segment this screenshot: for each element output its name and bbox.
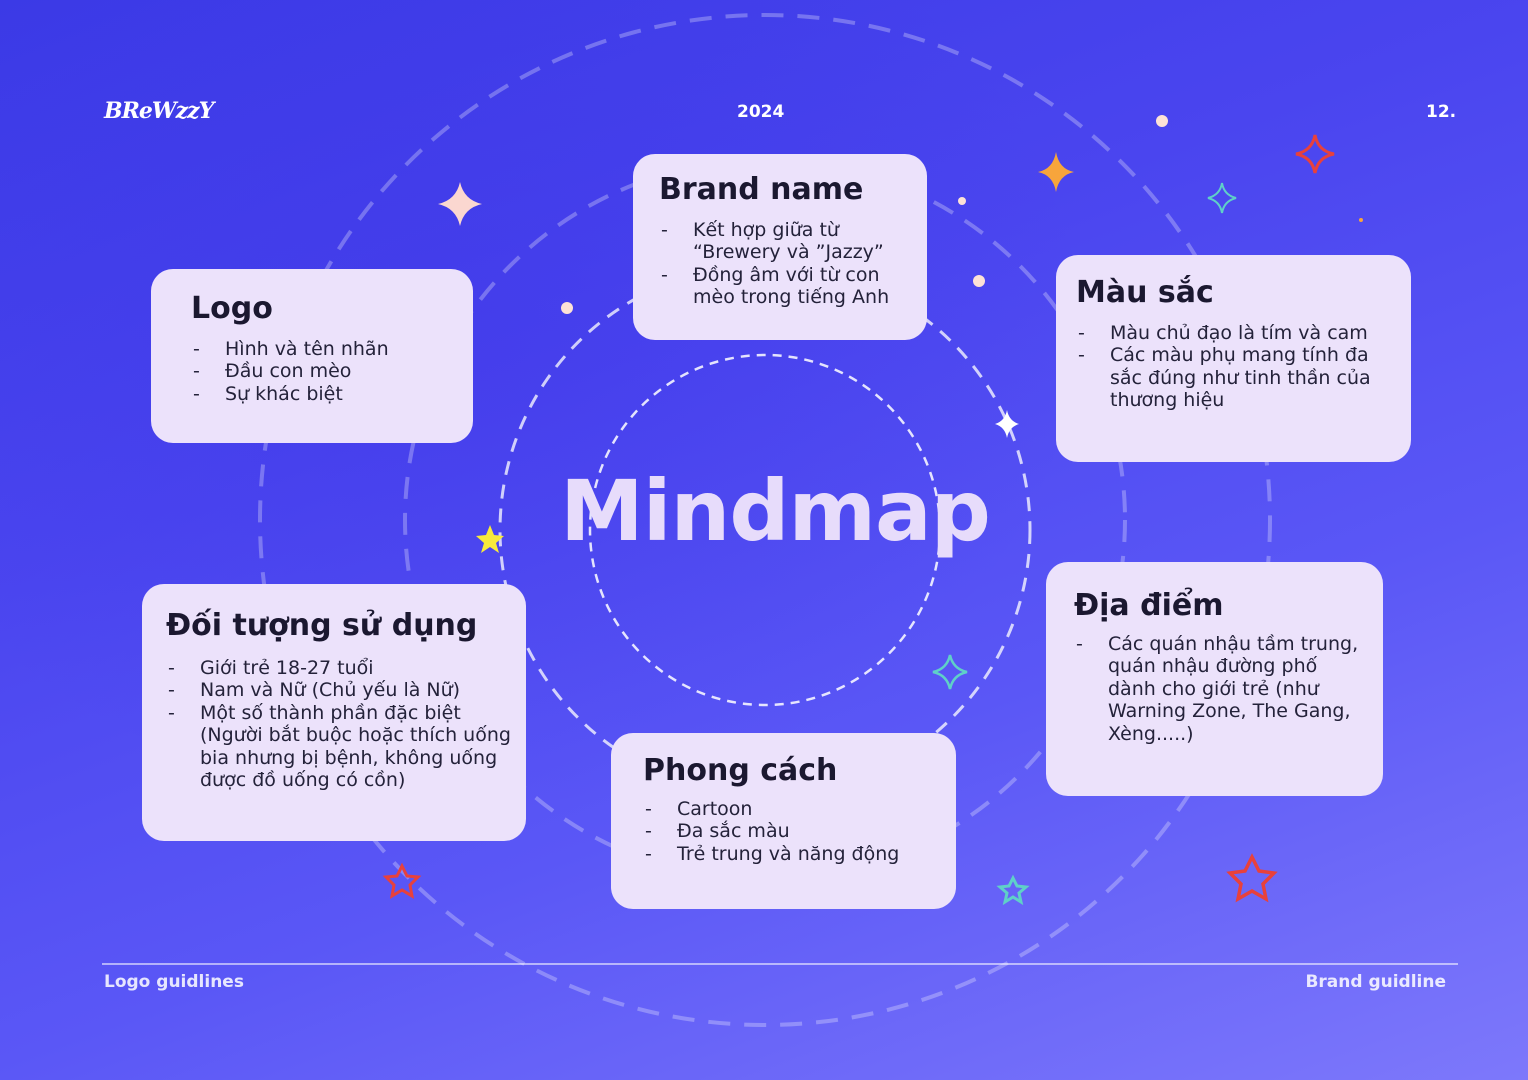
list-item: Các quán nhậu tầm trung, quán nhậu đường… bbox=[1074, 633, 1363, 745]
card-title: Màu sắc bbox=[1076, 275, 1214, 310]
star-outline-icon-red bbox=[382, 862, 422, 899]
brand-name-card: Brand name Kết hợp giữa từ “Brewery và ”… bbox=[633, 154, 927, 340]
card-title: Đối tượng sử dụng bbox=[166, 608, 478, 643]
sparkle-outline-icon-red bbox=[1295, 134, 1335, 174]
footer-divider bbox=[102, 963, 1458, 965]
card-title: Logo bbox=[191, 291, 273, 326]
brand-logo: BReWzzY bbox=[104, 98, 214, 124]
list-item: Đa sắc màu bbox=[643, 820, 936, 843]
list-item: Trẻ trung và năng động bbox=[643, 843, 936, 866]
card-title: Phong cách bbox=[643, 753, 838, 788]
card-list: Hình và tên nhãn Đầu con mèo Sự khác biệ… bbox=[191, 338, 451, 406]
list-item: Đồng âm với từ con mèo trong tiếng Anh bbox=[659, 264, 907, 309]
dot-icon bbox=[1156, 115, 1168, 127]
list-item: Giới trẻ 18-27 tuổi bbox=[166, 657, 512, 680]
sparkle-icon-orange bbox=[1038, 152, 1074, 192]
card-list: Kết hợp giữa từ “Brewery và ”Jazzy” Đồng… bbox=[659, 219, 907, 309]
footer-right-label: Brand guidline bbox=[1305, 972, 1446, 992]
card-list: Giới trẻ 18-27 tuổi Nam và Nữ (Chủ yếu l… bbox=[166, 657, 512, 791]
footer-left-label: Logo guidlines bbox=[104, 972, 244, 992]
style-card: Phong cách Cartoon Đa sắc màu Trẻ trung … bbox=[611, 733, 956, 909]
dot-icon bbox=[973, 275, 985, 287]
dot-icon bbox=[958, 197, 966, 205]
header-year: 2024 bbox=[737, 102, 785, 122]
list-item: Nam và Nữ (Chủ yếu là Nữ) bbox=[166, 679, 512, 702]
sparkle-outline-icon-teal-2 bbox=[932, 654, 968, 690]
sparkle-icon-white bbox=[995, 410, 1019, 438]
star-outline-icon-teal bbox=[996, 874, 1030, 906]
audience-card: Đối tượng sử dụng Giới trẻ 18-27 tuổi Na… bbox=[142, 584, 526, 841]
location-card: Địa điểm Các quán nhậu tầm trung, quán n… bbox=[1046, 562, 1383, 796]
card-title: Địa điểm bbox=[1074, 588, 1224, 623]
list-item: Sự khác biệt bbox=[191, 383, 451, 406]
card-list: Cartoon Đa sắc màu Trẻ trung và năng độn… bbox=[643, 798, 936, 866]
list-item: Hình và tên nhãn bbox=[191, 338, 451, 361]
list-item: Cartoon bbox=[643, 798, 936, 821]
list-item: Đầu con mèo bbox=[191, 360, 451, 383]
card-list: Màu chủ đạo là tím và cam Các màu phụ ma… bbox=[1076, 322, 1393, 412]
star-icon-yellow bbox=[476, 525, 504, 553]
list-item: Màu chủ đạo là tím và cam bbox=[1076, 322, 1393, 345]
list-item: Kết hợp giữa từ “Brewery và ”Jazzy” bbox=[659, 219, 907, 264]
sparkle-outline-icon-teal bbox=[1207, 182, 1237, 214]
card-title: Brand name bbox=[659, 172, 864, 207]
list-item: Một số thành phần đặc biệt (Người bắt bu… bbox=[166, 702, 512, 792]
page-number: 12. bbox=[1426, 102, 1457, 122]
mindmap-title: Mindmap bbox=[560, 462, 991, 560]
outer-dashed-ring bbox=[258, 13, 1272, 1027]
card-list: Các quán nhậu tầm trung, quán nhậu đường… bbox=[1074, 633, 1363, 745]
dot-icon bbox=[1359, 218, 1363, 222]
logo-card: Logo Hình và tên nhãn Đầu con mèo Sự khá… bbox=[151, 269, 473, 443]
list-item: Các màu phụ mang tính đa sắc đúng như ti… bbox=[1076, 344, 1393, 411]
dot-icon bbox=[561, 302, 573, 314]
star-outline-icon-red-2 bbox=[1226, 853, 1278, 903]
inner-ring-2 bbox=[588, 353, 942, 707]
color-card: Màu sắc Màu chủ đạo là tím và cam Các mà… bbox=[1056, 255, 1411, 462]
sparkle-icon-peach bbox=[438, 182, 482, 226]
